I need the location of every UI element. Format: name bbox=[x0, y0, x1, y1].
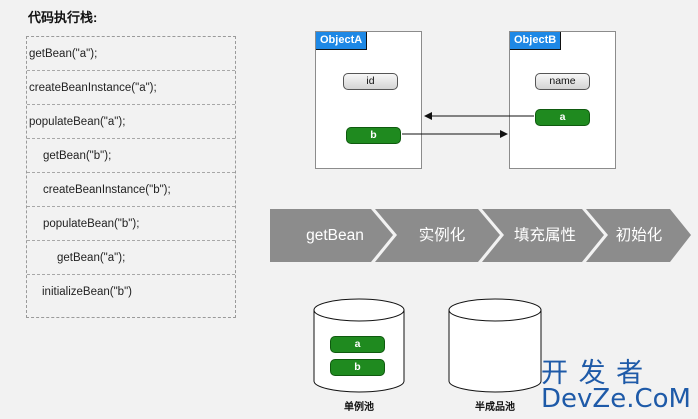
object-a-box: ObjectA id b bbox=[315, 31, 422, 169]
step-initialize-label: 初始化 bbox=[615, 227, 663, 244]
stack-row: getBean("a"); bbox=[27, 241, 235, 275]
stack-row: populateBean("a"); bbox=[27, 105, 235, 139]
stack-row: initializeBean("b") bbox=[42, 286, 132, 298]
chevron-getbean bbox=[270, 209, 393, 262]
singleton-pool-label: 单例池 bbox=[344, 402, 374, 413]
object-b-name-field: name bbox=[535, 73, 590, 90]
object-a-ref-field: b bbox=[346, 127, 401, 144]
stack-row: getBean("a"); bbox=[27, 37, 235, 71]
watermark-line2: DevZe.CoM bbox=[541, 384, 691, 414]
half-pool-label: 半成品池 bbox=[475, 402, 515, 413]
watermark-line1: 开 发 者 bbox=[541, 358, 645, 389]
stack-row: createBeanInstance("a"); bbox=[27, 71, 235, 105]
half-pool-cylinder bbox=[448, 298, 542, 393]
singleton-pool-item-b: b bbox=[330, 359, 385, 376]
stack-row: createBeanInstance("b"); bbox=[27, 173, 235, 207]
code-stack: getBean("a"); createBeanInstance("a"); p… bbox=[26, 36, 236, 318]
object-b-title: ObjectB bbox=[510, 32, 562, 50]
chevron-populate bbox=[482, 209, 604, 262]
object-b-box: ObjectB name a bbox=[509, 31, 616, 169]
singleton-pool-item-a: a bbox=[330, 336, 385, 353]
step-populate-label: 填充属性 bbox=[513, 227, 576, 244]
stack-row: getBean("b"); bbox=[27, 139, 235, 173]
object-a-title: ObjectA bbox=[316, 32, 368, 50]
stack-title: 代码执行栈: bbox=[28, 10, 98, 25]
chevron-instantiate bbox=[375, 209, 500, 262]
step-instantiate-label: 实例化 bbox=[418, 227, 466, 244]
step-getbean-label: getBean bbox=[306, 227, 364, 244]
chevron-initialize bbox=[586, 209, 691, 262]
stack-row: populateBean("b"); bbox=[27, 207, 235, 241]
object-b-ref-field: a bbox=[535, 109, 590, 126]
object-a-id-field: id bbox=[343, 73, 398, 90]
